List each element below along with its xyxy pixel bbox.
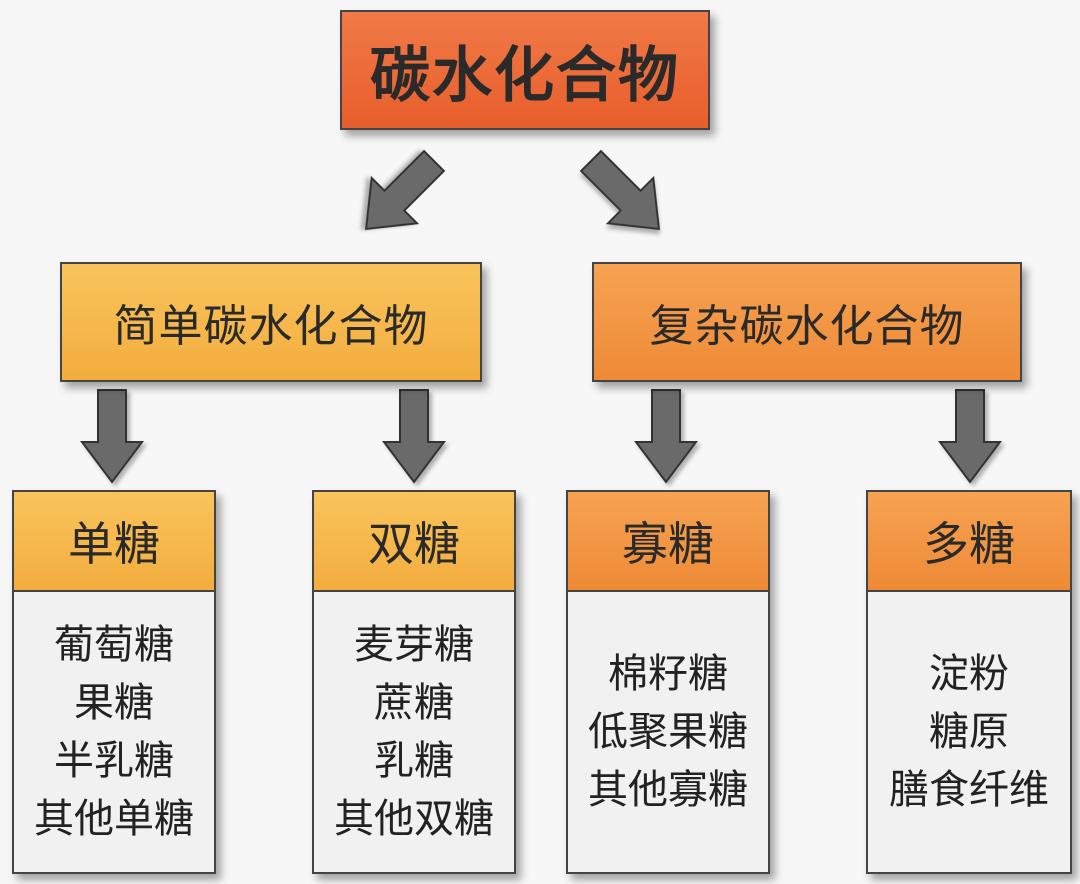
list-item: 棉籽糖 <box>608 651 728 697</box>
card-title: 寡糖 <box>568 492 768 592</box>
node-complex-carbohydrates: 复杂碳水化合物 <box>592 262 1022 382</box>
arrow-complex-to-oligosaccharide <box>634 389 698 484</box>
list-item: 糖原 <box>929 709 1009 755</box>
list-item: 麦芽糖 <box>354 622 474 668</box>
simple-label: 简单碳水化合物 <box>113 301 429 352</box>
card-title: 单糖 <box>14 492 214 592</box>
root-node-carbohydrates: 碳水化合物 <box>340 10 710 130</box>
arrow-complex-to-polysaccharide <box>938 389 1002 484</box>
card-monosaccharides: 单糖 葡萄糖 果糖 半乳糖 其他单糖 <box>12 490 216 874</box>
arrow-root-to-complex <box>579 149 661 231</box>
card-items: 棉籽糖 低聚果糖 其他寡糖 <box>568 592 768 872</box>
card-title: 双糖 <box>314 492 514 592</box>
list-item: 半乳糖 <box>54 738 174 784</box>
list-item: 淀粉 <box>929 651 1009 697</box>
complex-label: 复杂碳水化合物 <box>649 301 965 352</box>
list-item: 其他双糖 <box>334 796 494 842</box>
card-title: 多糖 <box>868 492 1070 592</box>
arrow-simple-to-monosaccharide <box>80 389 144 484</box>
card-disaccharides: 双糖 麦芽糖 蔗糖 乳糖 其他双糖 <box>312 490 516 874</box>
card-polysaccharides: 多糖 淀粉 糖原 膳食纤维 <box>866 490 1072 874</box>
card-items: 淀粉 糖原 膳食纤维 <box>868 592 1070 872</box>
card-oligosaccharides: 寡糖 棉籽糖 低聚果糖 其他寡糖 <box>566 490 770 874</box>
list-item: 低聚果糖 <box>588 709 748 755</box>
list-item: 乳糖 <box>374 738 454 784</box>
root-label: 碳水化合物 <box>370 40 680 111</box>
list-item: 其他寡糖 <box>588 767 748 813</box>
node-simple-carbohydrates: 简单碳水化合物 <box>60 262 482 382</box>
list-item: 膳食纤维 <box>889 767 1049 813</box>
list-item: 葡萄糖 <box>54 622 174 668</box>
arrow-simple-to-disaccharide <box>382 389 446 484</box>
list-item: 其他单糖 <box>34 796 194 842</box>
card-items: 麦芽糖 蔗糖 乳糖 其他双糖 <box>314 592 514 872</box>
arrow-root-to-simple <box>364 149 446 231</box>
list-item: 蔗糖 <box>374 680 454 726</box>
list-item: 果糖 <box>74 680 154 726</box>
card-items: 葡萄糖 果糖 半乳糖 其他单糖 <box>14 592 214 872</box>
